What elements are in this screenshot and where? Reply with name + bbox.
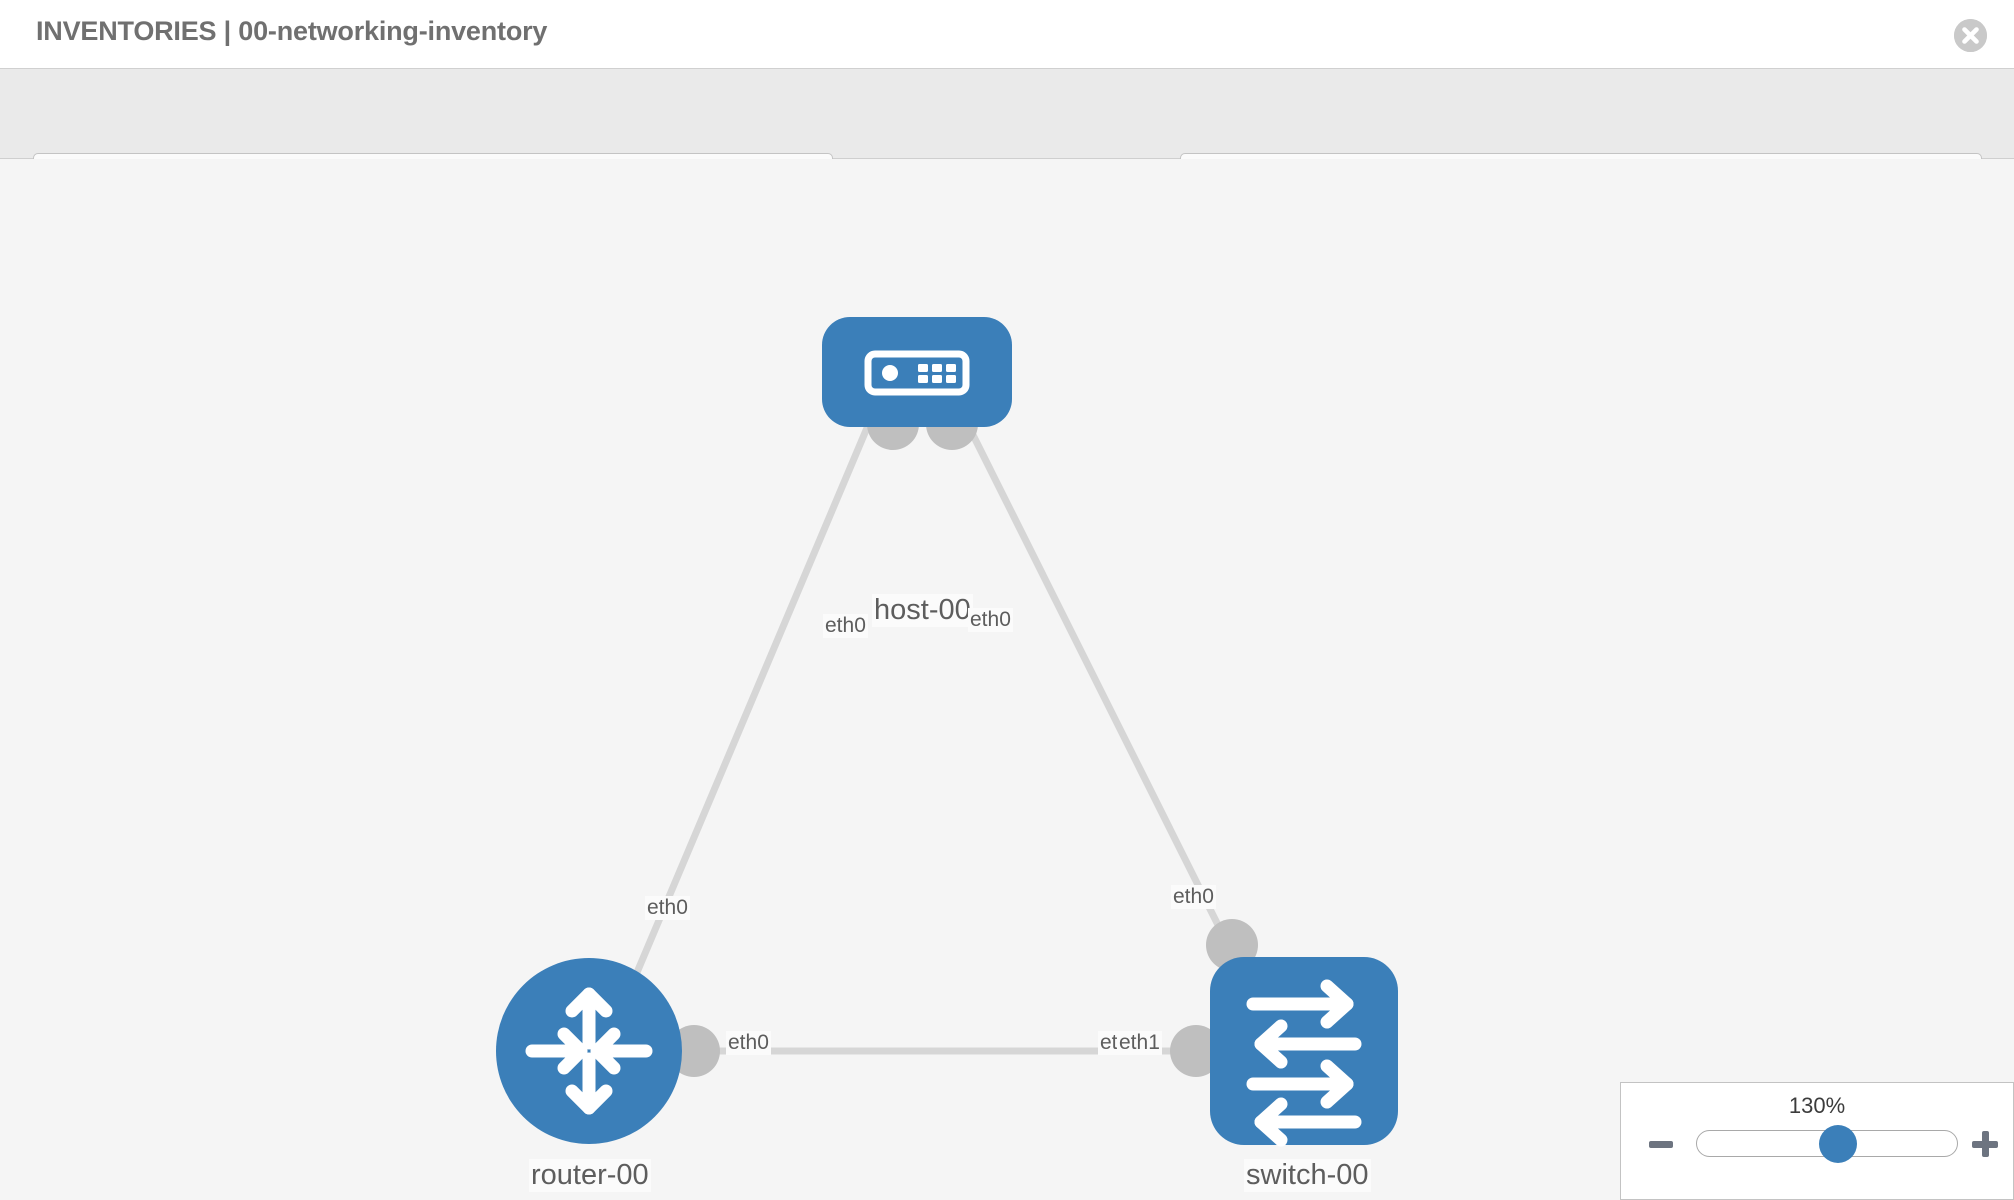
topology-graph: [496, 317, 1398, 1147]
minus-icon[interactable]: [1649, 1141, 1673, 1148]
zoom-slider[interactable]: [1696, 1125, 1958, 1163]
node-label-router-00: router-00: [529, 1159, 651, 1192]
zoom-level-value: 130%: [1788, 1093, 1846, 1118]
edge-label-router-eth0: eth0: [726, 1031, 771, 1055]
switch-arrows-icon: [1246, 979, 1362, 1147]
node-router-00[interactable]: [496, 958, 682, 1144]
link-host-switch: [956, 407, 1239, 961]
topology-canvas[interactable]: host-00 router-00 switch-00 eth0 eth0 et…: [0, 159, 2014, 1200]
app-header: INVENTORIES | 00-networking-inventory: [0, 0, 2014, 69]
link-host-router: [626, 407, 879, 991]
router-arrows-icon: [525, 987, 653, 1115]
node-label-host-00: host-00: [872, 594, 973, 627]
toolbar: ACTIONS SEARCH: [0, 69, 2014, 204]
zoom-slider-thumb[interactable]: [1819, 1125, 1857, 1163]
node-label-switch-00: switch-00: [1244, 1159, 1371, 1192]
edge-label-host-left: eth0: [823, 614, 868, 638]
close-icon[interactable]: [1954, 19, 1987, 52]
edge-label-router-uplink: eth0: [645, 896, 690, 920]
connector-endpoints: [668, 398, 1258, 1077]
edge-label-host-right: eth0: [968, 608, 1013, 632]
node-host-00[interactable]: [822, 317, 1012, 427]
server-icon: [864, 350, 970, 396]
node-switch-00[interactable]: [1210, 957, 1398, 1147]
plus-icon[interactable]: [1972, 1131, 1998, 1157]
zoom-control-panel: 130%: [1620, 1082, 2014, 1200]
edge-label-switch-eth1: eth1: [1117, 1031, 1162, 1055]
page-title: INVENTORIES | 00-networking-inventory: [36, 16, 548, 46]
edge-label-switch-uplink: eth0: [1171, 885, 1216, 909]
